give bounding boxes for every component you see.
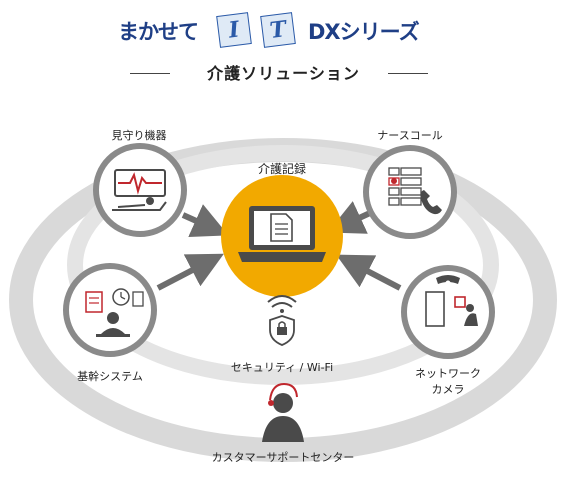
arrow-bottom-right xyxy=(336,254,402,291)
title-suffix: DXシリーズ xyxy=(308,20,420,44)
phone-handset-icon xyxy=(420,190,442,215)
document-icon xyxy=(270,213,293,242)
series-title: まかせて I T DXシリーズ xyxy=(0,10,567,50)
alarm-light-icon xyxy=(391,178,397,184)
nurse-call-node xyxy=(363,145,457,239)
bottom-right-label-line2: カメラ xyxy=(431,383,465,396)
inner-ring xyxy=(67,145,499,385)
shield-lock-icon xyxy=(269,315,295,346)
security-label: セキュリティ / Wi-Fi xyxy=(230,361,334,374)
bed-patient-icon xyxy=(112,197,167,211)
subtitle-rule-right xyxy=(388,73,428,74)
wifi-lock-node xyxy=(267,295,297,346)
calculator-icon xyxy=(132,291,144,307)
document-stack-icon xyxy=(85,291,103,313)
security-camera-icon xyxy=(436,275,460,286)
network-camera-node xyxy=(401,265,495,359)
support-label: カスタマーサポートセンター xyxy=(211,451,355,464)
door-icon xyxy=(425,291,445,327)
top-left-label: 見守り機器 xyxy=(111,129,167,142)
arrow-top-left xyxy=(181,204,229,238)
headset-operator-icon xyxy=(262,382,304,442)
clock-icon xyxy=(112,288,130,306)
subtitle: 介護ソリューション xyxy=(207,64,360,83)
arrow-top-right xyxy=(327,201,372,234)
core-system-node xyxy=(63,263,157,357)
subtitle-rule-left xyxy=(130,73,170,74)
bottom-left-label: 基幹システム xyxy=(77,370,143,383)
monitoring-device-node xyxy=(93,143,187,237)
arrow-bottom-left xyxy=(156,253,224,291)
support-operator-node xyxy=(262,382,304,442)
top-right-label: ナースコール xyxy=(377,129,443,142)
center-label: 介護記録 xyxy=(257,162,306,176)
operator-person-icon xyxy=(96,312,130,337)
wifi-icon xyxy=(267,295,297,313)
center-laptop-node xyxy=(221,175,343,297)
laptop-icon xyxy=(238,206,326,262)
bottom-right-label-line1: ネットワーク xyxy=(415,367,481,380)
person-at-door-icon xyxy=(454,296,478,326)
heart-monitor-icon xyxy=(114,169,166,197)
title-prefix: まかせて xyxy=(118,20,199,44)
